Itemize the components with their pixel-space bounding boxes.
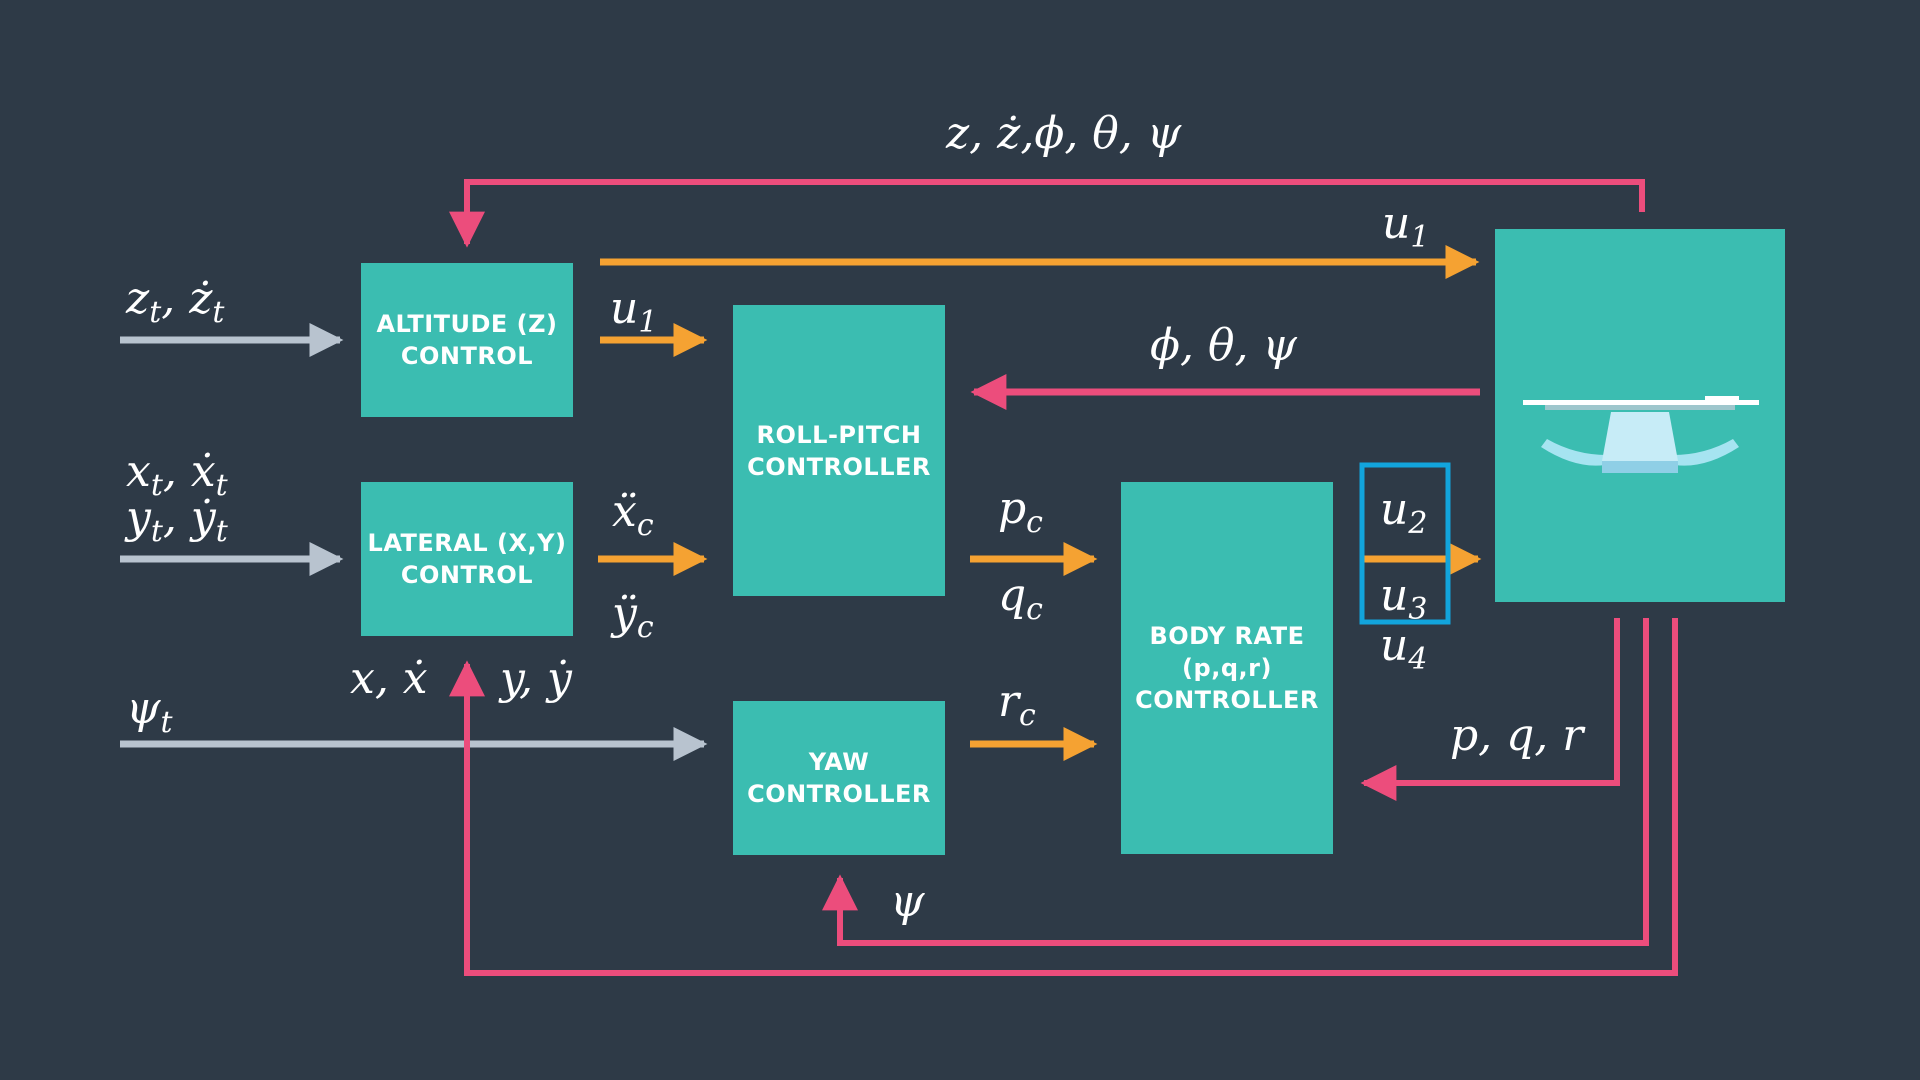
pc-label: pc xyxy=(998,483,1043,540)
altitude-feedback-arrow xyxy=(449,179,1645,248)
zt-rest: , ż xyxy=(161,273,213,324)
xc-sub: c xyxy=(636,507,654,543)
psit-sub: t xyxy=(160,704,173,740)
xt-main: x xyxy=(126,446,151,497)
vehicle-block xyxy=(1495,229,1785,602)
xt-label: xt, ẋt xyxy=(126,446,228,503)
qc-label: qc xyxy=(998,570,1043,627)
xt-sub2: t xyxy=(215,467,228,503)
yc-label: ÿc xyxy=(612,588,654,645)
quadrotor-drone-icon xyxy=(1523,396,1759,473)
xt-sub: t xyxy=(150,467,163,503)
rc-main: r xyxy=(998,676,1020,727)
pqr-feedback-arrow xyxy=(1360,618,1620,801)
u3-main: u xyxy=(1380,570,1409,621)
lateral-control-block: LATERAL (X,Y) CONTROL xyxy=(361,482,573,636)
yaw-controller-block: YAW CONTROLLER xyxy=(733,701,945,855)
u2-label: u2 xyxy=(1380,484,1428,541)
u1-mid-main: u xyxy=(610,283,639,334)
u2-main: u xyxy=(1380,484,1409,535)
xt-rest: , ẋ xyxy=(162,446,216,497)
xy-feedback-arrow xyxy=(449,618,1678,976)
qc-main: q xyxy=(998,570,1027,621)
yt-rest: , ẏ xyxy=(162,492,216,543)
u1-top-main: u xyxy=(1382,198,1411,249)
body-rate-controller-label: BODY RATE (p,q,r) CONTROLLER xyxy=(1135,622,1319,714)
pc-sub: c xyxy=(1026,504,1043,540)
psi-feedback-arrow xyxy=(822,618,1649,946)
zt-main: z xyxy=(126,273,150,324)
psi-feedback-label: ψ xyxy=(890,878,925,926)
lateral-control-label: LATERAL (X,Y) CONTROL xyxy=(367,529,567,589)
pqr-feedback-text: p, q, r xyxy=(1450,710,1584,761)
body-rate-controller-block: BODY RATE (p,q,r) CONTROLLER xyxy=(1121,482,1333,854)
rc-label: rc xyxy=(998,676,1036,733)
psi-feedback-text: ψ xyxy=(890,876,925,927)
x-feedback-label: x, ẋ xyxy=(350,655,428,703)
psit-label: ψt xyxy=(126,683,173,740)
u4-main: u xyxy=(1380,620,1409,671)
yt-sub2: t xyxy=(215,513,228,549)
pc-main: p xyxy=(998,483,1027,534)
attitude-feedback-label: ϕ, θ, ψ xyxy=(1150,322,1297,370)
rc-sub: c xyxy=(1019,697,1036,733)
u1-mid-sub: 1 xyxy=(638,304,658,340)
u3-label: u3 xyxy=(1380,570,1428,627)
yt-label: yt, ẏt xyxy=(126,492,228,549)
u2-sub: 2 xyxy=(1408,505,1428,541)
u-highlight-box xyxy=(1359,462,1451,625)
top-feedback-label: z, ż,ϕ, θ, ψ xyxy=(946,110,1181,158)
u1-top-sub: 1 xyxy=(1410,219,1430,255)
altitude-control-block: ALTITUDE (Z) CONTROL xyxy=(361,263,573,417)
top-feedback-text: z, ż,ϕ, θ, ψ xyxy=(946,108,1182,159)
roll-pitch-controller-block: ROLL-PITCH CONTROLLER xyxy=(733,305,945,596)
yc-main: ÿ xyxy=(612,588,637,639)
yt-sub: t xyxy=(150,513,163,549)
y-feedback-label: y, ẏ xyxy=(500,655,572,703)
y-feedback-text: y, ẏ xyxy=(500,653,572,704)
zt-sub2: t xyxy=(212,294,225,330)
x-feedback-text: x, ẋ xyxy=(350,653,428,704)
yc-sub: c xyxy=(636,609,654,645)
u1-top-label: u1 xyxy=(1382,198,1430,255)
u1-mid-label: u1 xyxy=(610,283,658,340)
yt-main: y xyxy=(126,492,151,543)
xc-main: ẍ xyxy=(612,486,637,537)
zt-label: zt, żt xyxy=(126,273,225,330)
u4-label: u4 xyxy=(1380,620,1428,677)
u4-sub: 4 xyxy=(1408,641,1428,677)
u3-sub: 3 xyxy=(1408,591,1428,627)
attitude-feedback-text: ϕ, θ, ψ xyxy=(1150,320,1297,371)
zt-sub: t xyxy=(149,294,162,330)
pqr-feedback-label: p, q, r xyxy=(1450,712,1583,760)
psit-main: ψ xyxy=(126,683,161,734)
yaw-controller-label: YAW CONTROLLER xyxy=(747,748,931,808)
qc-sub: c xyxy=(1026,591,1043,627)
xc-label: ẍc xyxy=(612,486,654,543)
altitude-control-label: ALTITUDE (Z) CONTROL xyxy=(376,310,558,370)
roll-pitch-controller-label: ROLL-PITCH CONTROLLER xyxy=(747,420,931,481)
